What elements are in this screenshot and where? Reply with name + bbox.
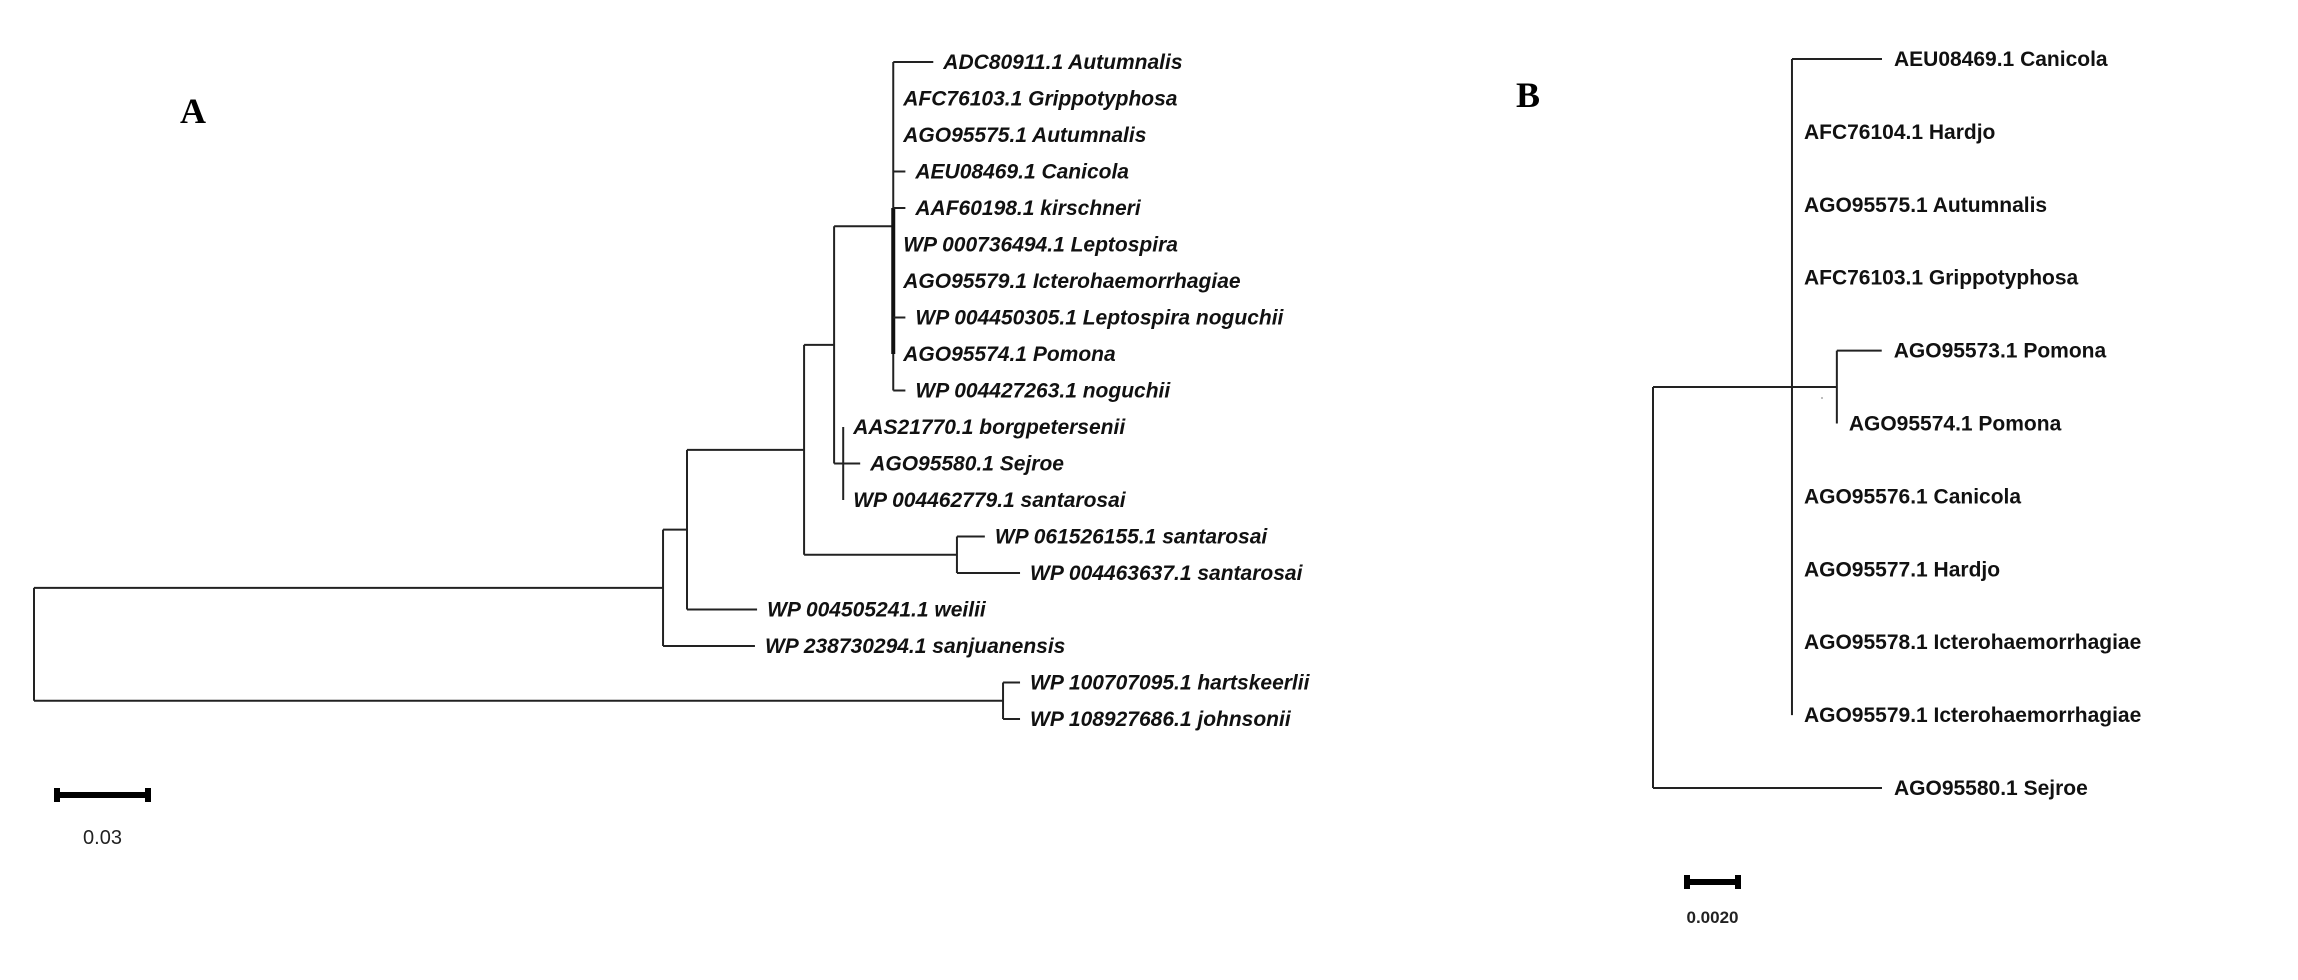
leaf-label-wp-004463637-1-santarosai: WP 004463637.1 santarosai	[1030, 562, 1304, 585]
tree-b-branches	[1652, 58, 1882, 789]
leaf-label-ago95579-1-icterohaemorrhagiae: AGO95579.1 Icterohaemorrhagiae	[902, 270, 1241, 293]
leaf-label-wp-004427263-1-noguchii: WP 004427263.1 noguchii	[915, 380, 1171, 403]
leaf-label-aeu08469-1-canicola: AEU08469.1 Canicola	[1894, 48, 2108, 71]
leaf-label-afc76103-1-grippotyphosa: AFC76103.1 Grippotyphosa	[1804, 267, 2079, 290]
leaf-label-ago95574-1-pomona: AGO95574.1 Pomona	[902, 343, 1116, 366]
leaf-label-wp-061526155-1-santarosai: WP 061526155.1 santarosai	[995, 526, 1269, 549]
scale-bar-b: 0.0020	[1684, 875, 1741, 927]
leaf-label-wp-004462779-1-santarosai: WP 004462779.1 santarosai	[853, 489, 1127, 512]
leaf-label-ago95580-1-sejroe: AGO95580.1 Sejroe	[869, 453, 1064, 476]
leaf-label-ago95579-1-icterohaemorrhagiae: AGO95579.1 Icterohaemorrhagiae	[1804, 704, 2141, 727]
stray-dot	[1821, 397, 1823, 399]
leaf-label-wp-004505241-1-weilii: WP 004505241.1 weilii	[767, 599, 987, 622]
leaf-label-wp-000736494-1-leptospira: WP 000736494.1 Leptospira	[903, 234, 1178, 257]
leaf-label-ago95577-1-hardjo: AGO95577.1 Hardjo	[1804, 558, 2000, 581]
leaf-label-afc76104-1-hardjo: AFC76104.1 Hardjo	[1804, 121, 1995, 144]
leaf-label-wp-004450305-1-leptospira-noguchii: WP 004450305.1 Leptospira noguchii	[915, 307, 1284, 330]
leaf-label-afc76103-1-grippotyphosa: AFC76103.1 Grippotyphosa	[902, 88, 1178, 111]
scale-bar-b-label: 0.0020	[1687, 908, 1739, 927]
leaf-label-ago95575-1-autumnalis: AGO95575.1 Autumnalis	[902, 124, 1146, 147]
leaf-label-aeu08469-1-canicola: AEU08469.1 Canicola	[914, 161, 1129, 184]
scale-bar-a-label: 0.03	[83, 827, 122, 849]
leaf-label-aas21770-1-borgpetersenii: AAS21770.1 borgpetersenii	[852, 416, 1126, 439]
panel-label-a: A	[180, 91, 206, 131]
tree-a-branches	[33, 61, 1021, 720]
scale-bar-a: 0.03	[54, 788, 151, 849]
leaf-label-wp-108927686-1-johnsonii: WP 108927686.1 johnsonii	[1030, 708, 1292, 731]
leaf-label-ago95573-1-pomona: AGO95573.1 Pomona	[1894, 340, 2107, 363]
leaf-label-ago95580-1-sejroe: AGO95580.1 Sejroe	[1894, 777, 2088, 800]
leaf-label-aaf60198-1-kirschneri: AAF60198.1 kirschneri	[914, 197, 1141, 220]
leaf-label-wp-100707095-1-hartskeerlii: WP 100707095.1 hartskeerlii	[1030, 672, 1311, 695]
leaf-label-adc80911-1-autumnalis: ADC80911.1 Autumnalis	[942, 51, 1182, 74]
panel-label-b: B	[1516, 75, 1540, 115]
leaf-label-ago95576-1-canicola: AGO95576.1 Canicola	[1804, 485, 2021, 508]
leaf-label-ago95575-1-autumnalis: AGO95575.1 Autumnalis	[1804, 194, 2047, 217]
leaf-label-wp-238730294-1-sanjuanensis: WP 238730294.1 sanjuanensis	[765, 635, 1065, 658]
leaf-label-ago95574-1-pomona: AGO95574.1 Pomona	[1849, 413, 2062, 436]
leaf-label-ago95578-1-icterohaemorrhagiae: AGO95578.1 Icterohaemorrhagiae	[1804, 631, 2141, 654]
